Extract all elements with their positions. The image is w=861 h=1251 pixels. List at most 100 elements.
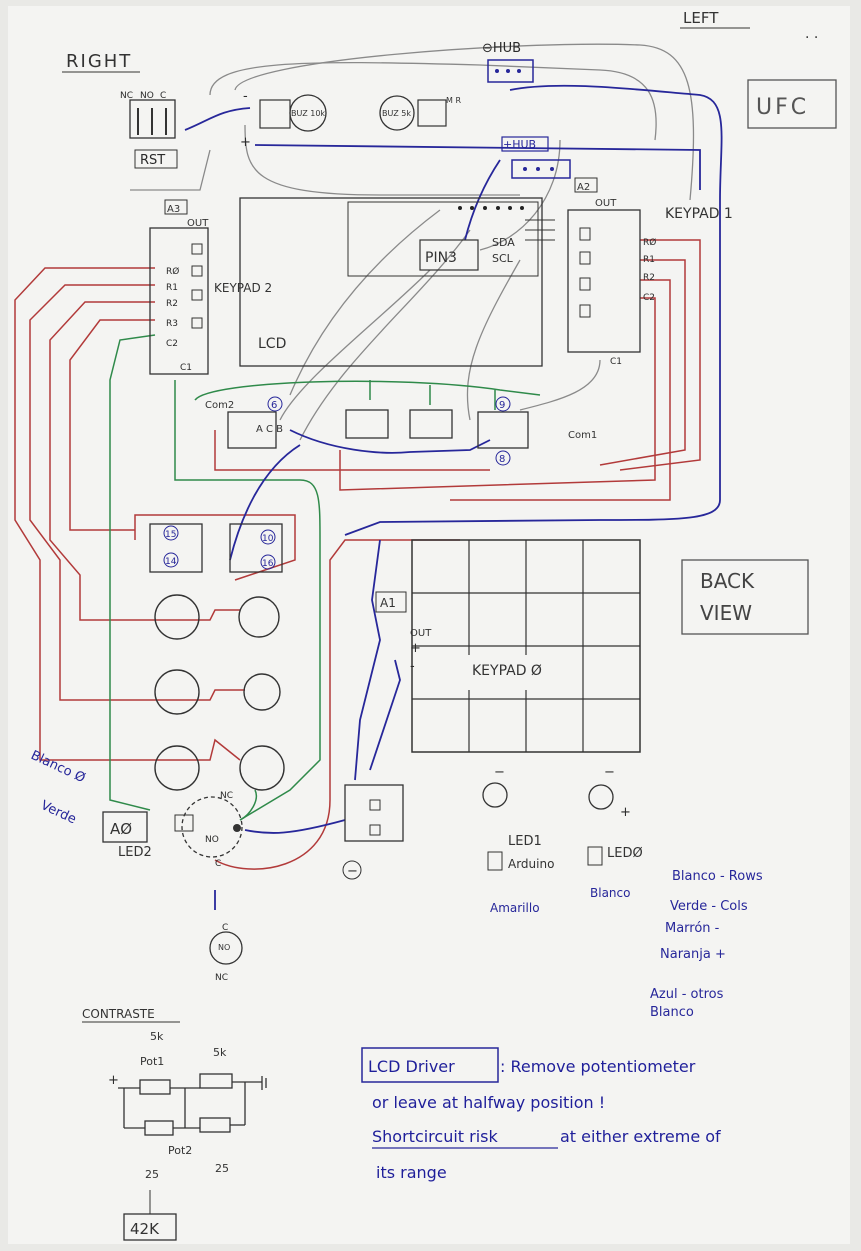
buzzer-plus: + [240,135,251,150]
buzzer-mr-label: M R [446,96,461,105]
led0-plus: + [620,805,631,820]
contraste-label: CONTRASTE [82,1007,155,1021]
note-line-4: its range [376,1163,447,1182]
label-ufc: UFC [756,95,809,120]
keypad2-r2: R2 [166,299,178,309]
red-wires [14,239,701,870]
keypad2-r0: RØ [166,266,179,277]
keypad1-label: KEYPAD 1 [665,206,733,222]
keypad2-a3-label: A3 [167,204,180,215]
switch-16-label: 16 [262,559,274,569]
gray-wires [130,43,695,441]
arduino-minus: − [347,864,358,879]
led2-label: LED2 [118,845,152,860]
buzzer-minus: - [243,89,248,104]
amarillo-label: Amarillo [490,901,540,915]
res-25-b: 25 [215,1162,229,1175]
rst-nc-label: NC [120,91,133,101]
note-line-1: : Remove potentiometer [500,1057,696,1076]
main-nc-label: NC [220,791,233,801]
keypad1-a2-label: A2 [577,182,590,193]
switch-10-label: 10 [262,534,274,544]
res-42k: 42K [130,1220,160,1238]
main-button: AØ LED2 NC NO C [102,791,243,869]
corner-dots: . . [805,26,818,42]
switch-a-b-label: A C B [256,424,283,435]
blue-ink-wires [184,84,723,910]
pos-hub: +HUB [501,136,571,179]
com1-label: Com1 [568,430,597,441]
keypad-2: A3 OUT KEYPAD 2 RØ R1 R2 R3 C2 C1 [149,199,272,375]
keypad0-a1-label: A1 [380,596,396,610]
switch-8-label: 8 [499,454,505,465]
keypad1-c2: C2 [643,293,655,303]
nc-no-c-symbol: C NO NC [209,923,243,983]
note-line-3b: at either extreme of [560,1127,721,1146]
res-25-a: 25 [145,1168,159,1181]
keypad-1: A2 OUT KEYPAD 1 RØ R1 R2 C2 C1 [567,177,733,367]
back-view-label: BACK [700,569,755,593]
ufc-box: UFC [747,79,837,129]
led-0: + − LEDØ Blanco [587,765,643,900]
arcade-buttons [154,594,285,791]
keypad2-c2: C2 [166,339,178,349]
lcd-pin3-label: PIN3 [425,250,457,266]
res-5k: 5k [213,1046,227,1059]
color-legend: Blanco - Rows Verde - Cols Marrón - Nara… [650,869,763,1020]
led-1: − LED1 Arduino Amarillo [482,765,554,915]
switch-15-label: 15 [165,530,176,540]
buzzer-1-label: BUZ 10k [291,109,325,118]
lcd-label: LCD [258,336,286,352]
a0-label: AØ [110,820,132,838]
rst-switch: NC NO C RST [120,91,178,169]
switch-row: Com2 6 A C B 9 8 Com1 [205,396,597,466]
label-right: RIGHT [66,51,132,72]
label-hub-neg: ⊖HUB [482,41,521,56]
paper [8,6,850,1244]
keypad2-r3: R3 [166,319,178,329]
legend-blanco: Blanco [650,1005,694,1020]
switch-6-label: 6 [271,400,277,411]
keypad2-r1: R1 [166,283,178,293]
keypad0-out-label: OUT [410,628,432,639]
circuit-plus: + [108,1073,119,1088]
note-lcd-driver: LCD Driver [368,1057,455,1076]
label-left: LEFT [683,9,719,27]
led0-label: LEDØ [607,846,643,861]
blanco-label: Blanco [590,886,630,900]
symbol-c: C [222,923,228,933]
keypad1-r0: RØ [643,237,656,248]
neg-hub: ⊖HUB [482,41,534,83]
arduino-label: Arduino [508,857,554,871]
buzzers: BUZ 10k BUZ 5k M R - + [240,89,461,150]
lcd-driver-note: LCD Driver : Remove potentiometer or lea… [361,1047,721,1182]
led1-minus: − [494,765,505,780]
pot1-5k: 5k [150,1030,164,1043]
keypad1-r2: R2 [643,273,655,283]
keypad2-c1: C1 [180,363,192,373]
lcd-module: PIN3 SDA SCL LCD [239,197,555,367]
arduino-connector: − [342,784,404,880]
keypad0-minus: - [410,659,415,674]
switch-9-label: 9 [499,400,505,411]
lcd-sda-label: SDA [492,236,515,249]
keypad1-out-label: OUT [595,198,617,209]
rst-no-label: NO [140,91,154,101]
note-line-2: or leave at halfway position ! [372,1093,605,1112]
rst-label: RST [140,153,165,168]
rst-c-label: C [160,91,166,101]
switch-pair: 15 14 10 16 [149,523,283,573]
keypad1-c1: C1 [610,357,622,367]
keypad2-label: KEYPAD 2 [214,281,272,295]
keypad0-label: KEYPAD Ø [472,663,542,679]
legend-azul: Azul - otros [650,987,724,1002]
legend-marron: Marrón - [665,921,720,936]
lcd-scl-label: SCL [492,252,514,265]
back-view-box: BACK VIEW [681,559,809,635]
symbol-no: NO [218,943,230,952]
keypad0-plus: + [410,641,421,656]
contraste-circuit: CONTRASTE 5k Pot1 5k + Pot2 25 25 42K [82,1007,267,1241]
keypad2-out-label: OUT [187,218,209,229]
back-view-label-2: VIEW [700,601,752,625]
